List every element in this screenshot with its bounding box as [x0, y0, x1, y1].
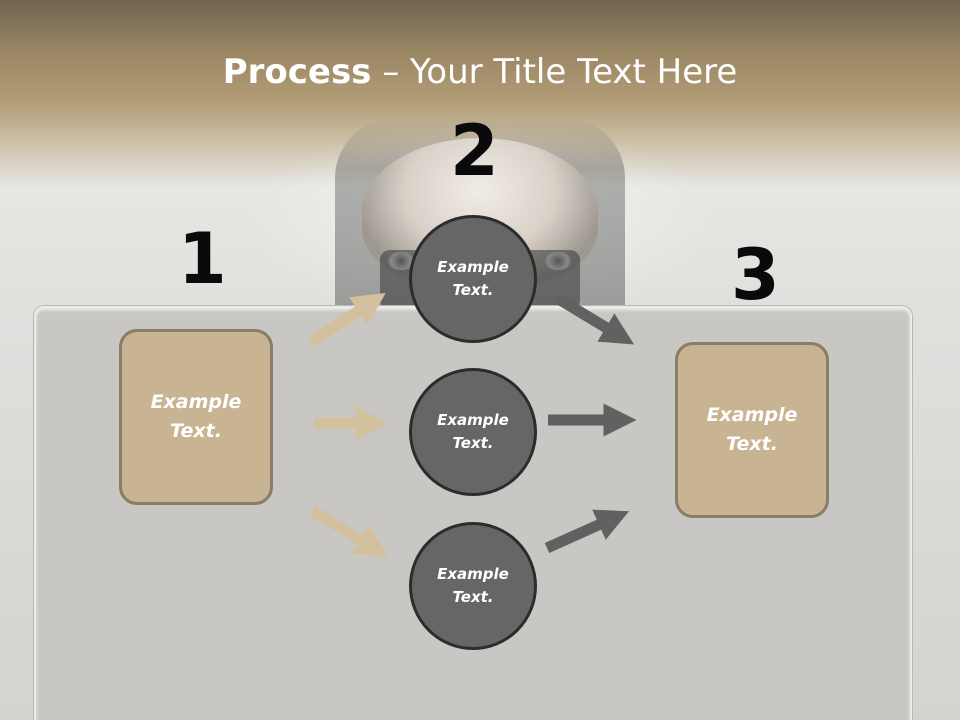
arrow-bottom-to-right [544, 509, 630, 554]
arrow-left-to-top [307, 292, 386, 347]
arrow-top-to-right [554, 293, 635, 345]
top-circle-text: Example Text. [437, 258, 509, 299]
background-eye-right [545, 252, 571, 270]
title-bold: Process [222, 52, 372, 92]
left-box[interactable]: Example Text. [119, 329, 273, 505]
arrow-left-to-bottom [310, 506, 389, 557]
middle-circle[interactable]: Example Text. [409, 368, 537, 496]
step-number-1[interactable]: 1 [178, 218, 227, 300]
step-number-2[interactable]: 2 [450, 110, 499, 192]
title-rest: – Your Title Text Here [371, 52, 738, 92]
background-eye-left [388, 252, 414, 270]
bottom-circle[interactable]: Example Text. [409, 522, 537, 650]
step-number-3[interactable]: 3 [731, 234, 780, 316]
top-circle[interactable]: Example Text. [409, 215, 537, 343]
bottom-circle-text: Example Text. [437, 565, 509, 606]
middle-circle-text: Example Text. [437, 411, 509, 452]
right-box[interactable]: Example Text. [675, 342, 829, 518]
slide-title[interactable]: Process – Your Title Text Here [0, 52, 960, 92]
right-box-text: Example Text. [706, 404, 798, 455]
left-box-text: Example Text. [150, 391, 242, 442]
